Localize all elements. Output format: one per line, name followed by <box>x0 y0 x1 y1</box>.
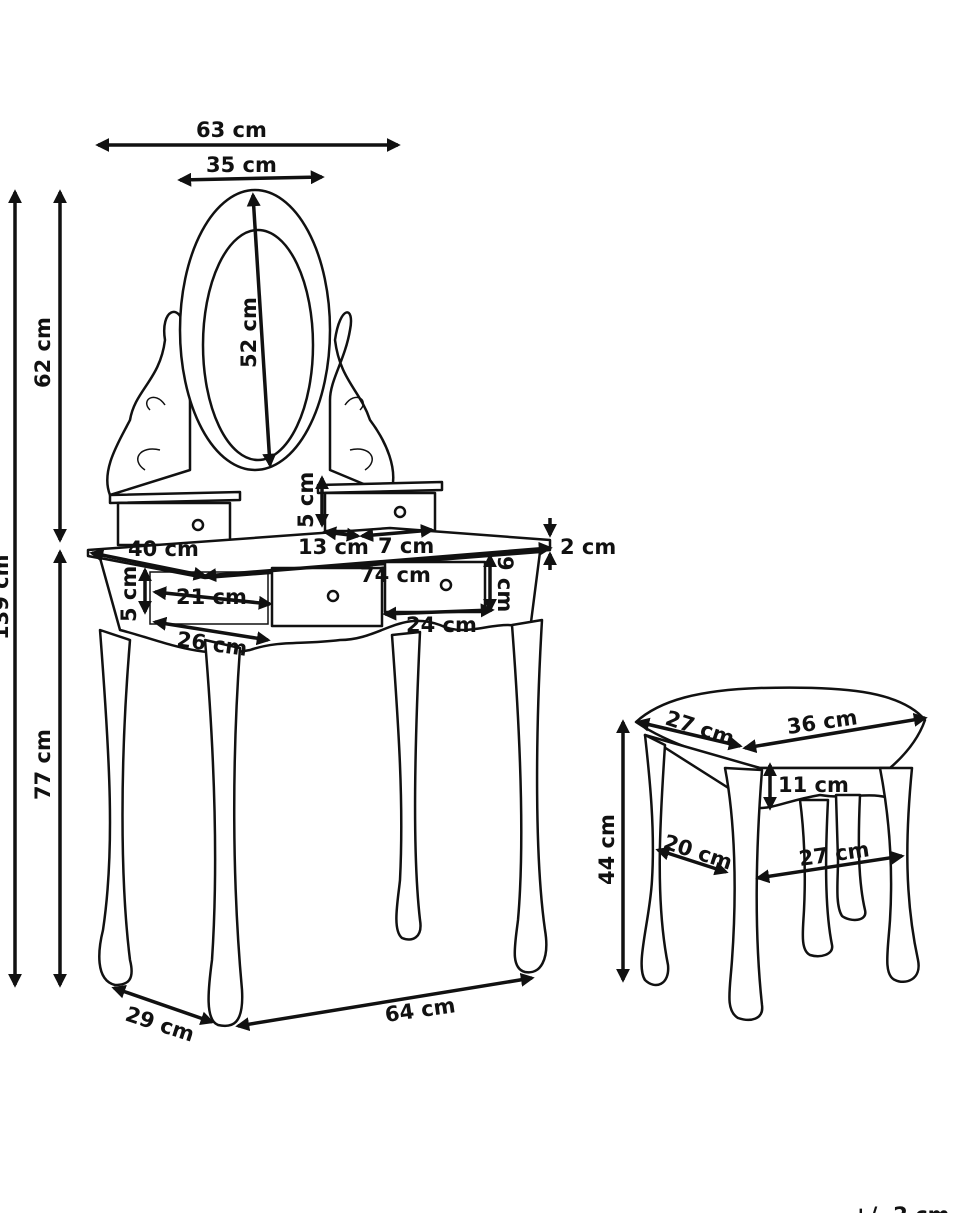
label-side-drawer-width: 21 cm <box>176 585 247 609</box>
label-apron-height: 11 cm <box>778 773 849 797</box>
label-mirror-section-height: 62 cm <box>31 317 55 388</box>
label-small-drawer-width: 7 cm <box>378 534 434 558</box>
label-top-thickness: 2 cm <box>560 535 616 559</box>
label-stool-height: 44 cm <box>595 814 619 885</box>
label-total-width: 63 cm <box>196 118 267 142</box>
label-top-width: 74 cm <box>360 563 431 587</box>
dimension-lines <box>7 138 928 1032</box>
label-mirror-height: 52 cm <box>237 297 261 368</box>
label-stool-leg-depth: 20 cm <box>660 830 735 875</box>
label-top-depth: 40 cm <box>128 537 199 561</box>
label-main-drawer-height: 9 cm <box>493 556 517 612</box>
label-small-drawer-height: 5 cm <box>294 472 318 528</box>
label-small-drawer-depth: 13 cm <box>298 535 369 559</box>
label-side-drawer-height: 5 cm <box>117 566 141 622</box>
label-leg-depth: 29 cm <box>122 1002 197 1047</box>
label-total-height: 139 cm <box>0 555 13 640</box>
label-main-drawer-width: 24 cm <box>406 613 477 637</box>
label-table-height: 77 cm <box>31 729 55 800</box>
dressing-table-drawing <box>86 188 552 1028</box>
label-leg-width: 64 cm <box>383 993 457 1027</box>
tolerance-note: +/- 2 cm <box>852 1203 950 1213</box>
label-mirror-width: 35 cm <box>206 153 277 177</box>
